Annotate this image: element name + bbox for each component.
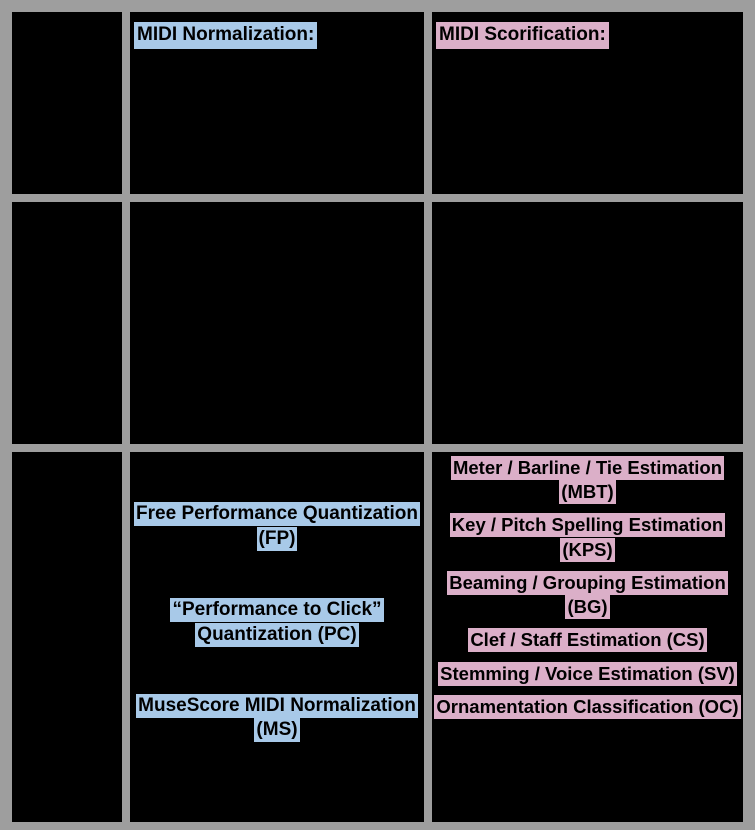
task-item-oc: Ornamentation Classification (OC): [432, 694, 743, 719]
cell-row1-col1: [12, 12, 122, 194]
cell-row3-col1: [12, 452, 122, 822]
cell-row2-scorification-body: [432, 202, 743, 444]
cell-row2-normalization-body: [130, 202, 424, 444]
scorification-header-wrap: MIDI Scorification:: [432, 12, 743, 50]
task-item-cs: Clef / Staff Estimation (CS): [432, 628, 743, 653]
cell-row1-scorification-header: MIDI Scorification:: [432, 12, 743, 194]
task-label-bg: Beaming / Grouping Estimation (BG): [447, 570, 728, 620]
cell-row1-normalization-header: MIDI Normalization:: [130, 12, 424, 194]
cell-row3-scorification-tasks: Meter / Barline / Tie Estimation (MBT) K…: [432, 452, 743, 822]
task-item-bg: Beaming / Grouping Estimation (BG): [432, 570, 743, 620]
task-label-cs: Clef / Staff Estimation (CS): [468, 628, 707, 653]
cell-row2-col1: [12, 202, 122, 444]
normalization-header-wrap: MIDI Normalization:: [130, 12, 424, 50]
cell-row3-normalization-tasks: Free Performance Quantization (FP) “Perf…: [130, 452, 424, 822]
task-label-fp: Free Performance Quantization (FP): [134, 502, 420, 551]
normalization-task-list: Free Performance Quantization (FP) “Perf…: [130, 502, 424, 743]
scorification-header-label: MIDI Scorification:: [436, 22, 609, 50]
task-item-pc: “Performance to Click” Quantization (PC): [130, 597, 424, 648]
task-item-ms: MuseScore MIDI Normalization (MS): [130, 693, 424, 744]
task-label-ms: MuseScore MIDI Normalization (MS): [136, 693, 418, 743]
scorification-task-list: Meter / Barline / Tie Estimation (MBT) K…: [432, 456, 743, 719]
task-label-oc: Ornamentation Classification (OC): [434, 694, 741, 719]
task-item-sv: Stemming / Voice Estimation (SV): [432, 661, 743, 686]
task-item-fp: Free Performance Quantization (FP): [130, 502, 424, 552]
normalization-header-label: MIDI Normalization:: [134, 22, 318, 50]
task-label-mbt: Meter / Barline / Tie Estimation (MBT): [450, 456, 724, 505]
task-label-pc: “Performance to Click” Quantization (PC): [170, 597, 384, 647]
task-label-sv: Stemming / Voice Estimation (SV): [438, 661, 737, 686]
task-label-kps: Key / Pitch Spelling Estimation (KPS): [449, 513, 726, 562]
task-item-mbt: Meter / Barline / Tie Estimation (MBT): [432, 456, 743, 505]
task-item-kps: Key / Pitch Spelling Estimation (KPS): [432, 513, 743, 562]
